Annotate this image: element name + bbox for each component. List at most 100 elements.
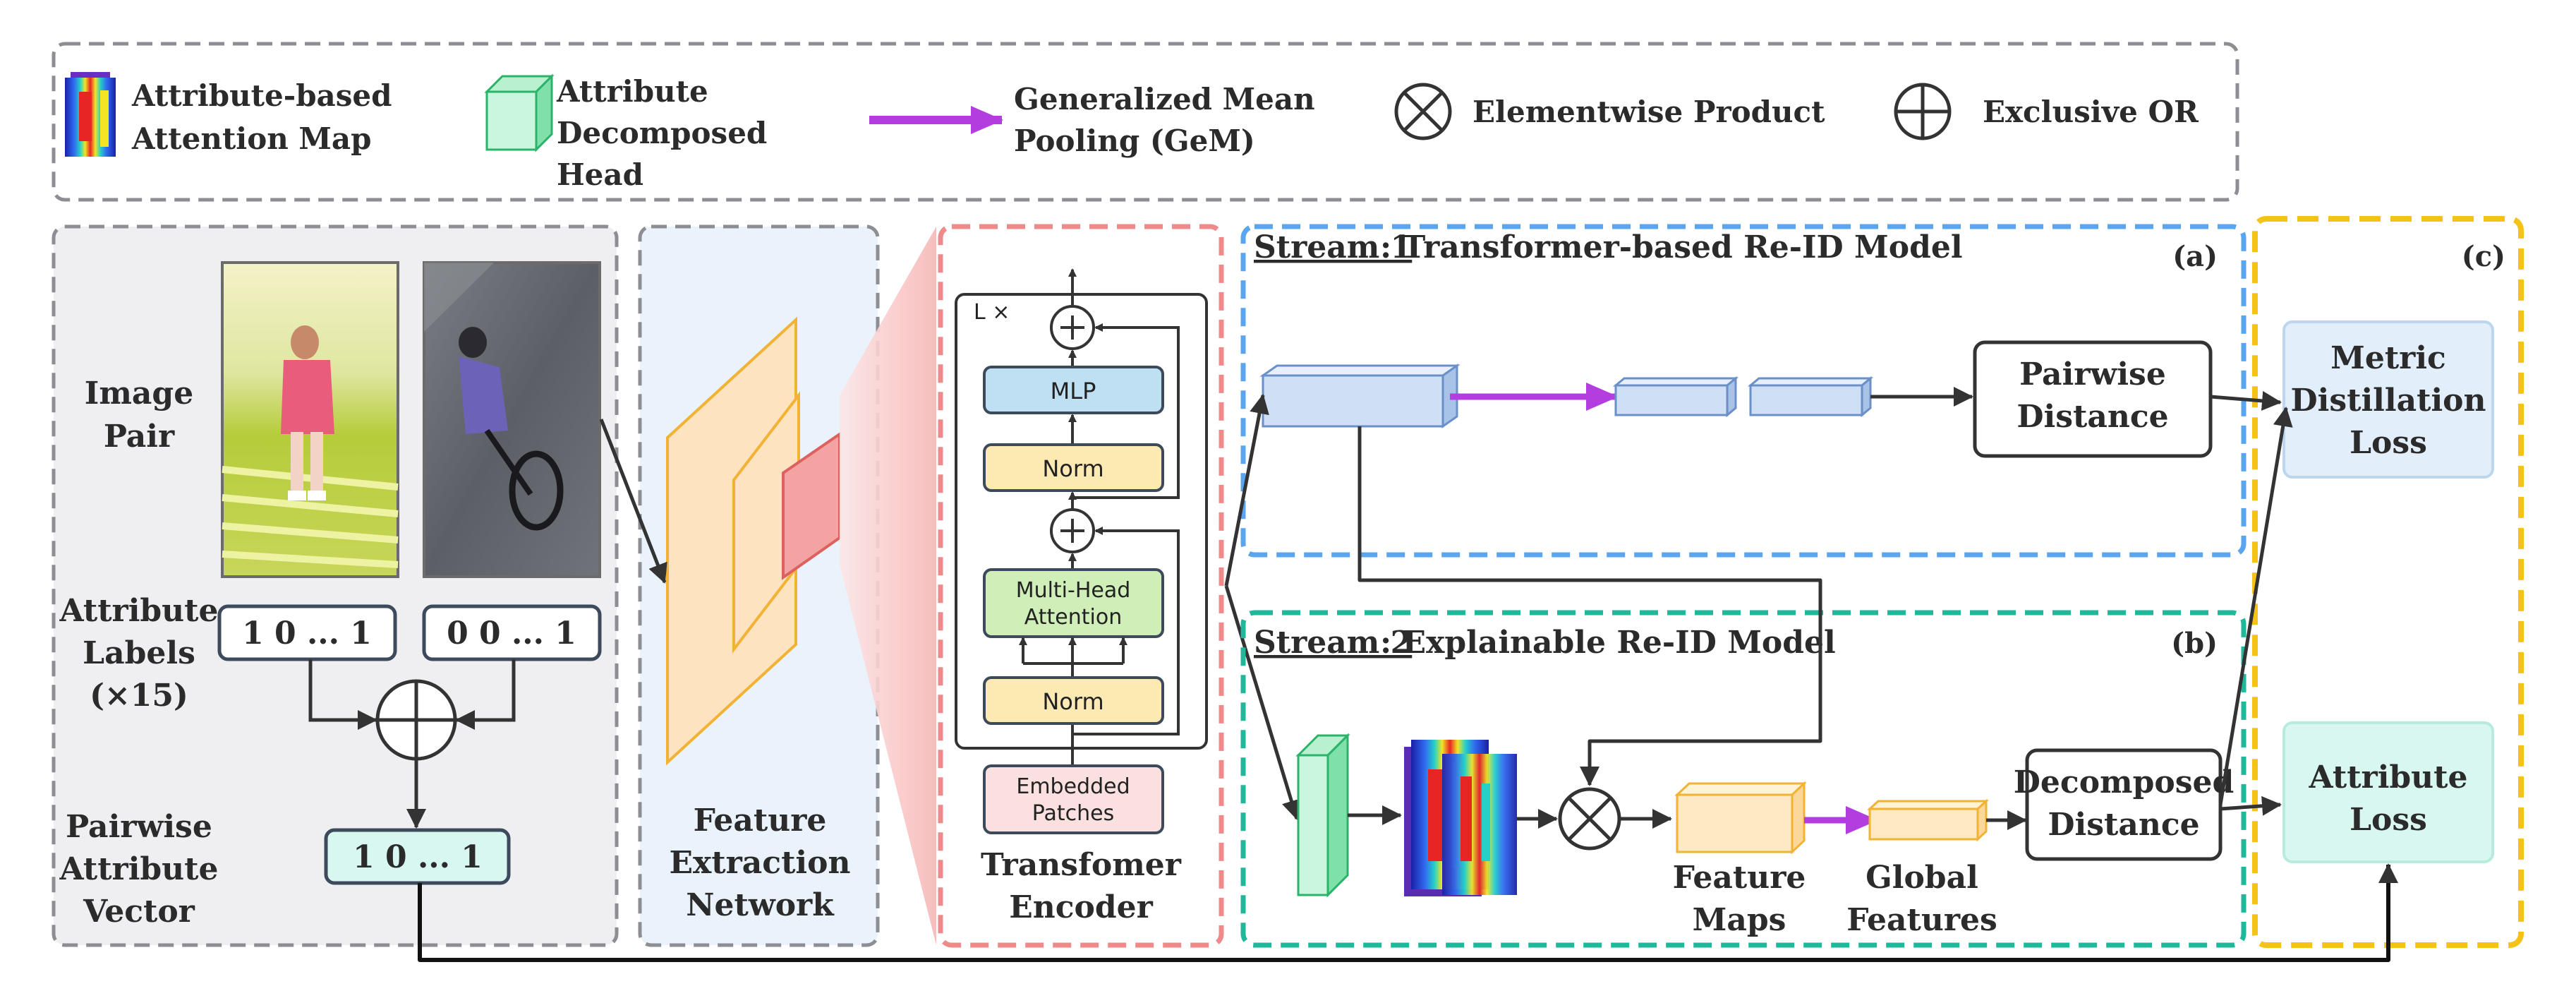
norm-top-block [983,443,1164,492]
pairwise-vector-label-2: Attribute [59,851,219,887]
decomposed-to-attribute-loss-arrow [2220,795,2282,816]
legend-decomposed-head-label-2: Decomposed [557,116,767,150]
feature-extraction-label-2: Extraction [670,845,851,881]
legend-attention-map-label-1: Attribute-based [131,78,392,113]
attribute-loss-box [2282,721,2494,863]
residual-add-top-icon [1050,305,1095,350]
legend-exclusive-or-label: Exclusive OR [1983,95,2199,129]
stream1-tag: (a) [2172,240,2218,273]
zoom-funnel [840,227,936,945]
embedded-patches-label-2: Patches [1032,801,1114,826]
attribute-labels-label-3: (×15) [90,678,188,714]
metric-distillation-label-3: Loss [2350,425,2427,461]
losses-panel: (c) Metric Distillation Loss Attribute L… [2252,216,2524,948]
elementwise-product-icon [1558,787,1621,851]
label-b-to-xor-arrow [455,659,516,730]
attention-maps-icon [1404,740,1517,896]
legend: Attribute-based Attention Map Attribute … [52,42,2239,202]
stream2-panel: Stream 2 : Explainable Re-ID Model (b) [1240,610,2247,948]
feature-extraction-layers-icon [666,316,841,766]
person-image-a [221,261,399,578]
stream1-token-feature-icon [1259,364,1461,428]
stream1-border [1240,224,2247,558]
input-panel: Image Pair Attribute Labels (×15) [52,224,619,947]
pairwise-vector-label-3: Vector [83,894,195,930]
stream1-title-prefix: Stream 1 [1254,229,1412,265]
legend-decomposed-head-label-3: Head [557,157,643,192]
encoder-to-stream2-arrow [1224,585,1301,820]
decomposed-head-legend-icon [484,73,555,152]
residual-skip-top [1071,323,1180,510]
encoder-to-stream1-arrow [1224,394,1269,587]
images-to-network-arrow [599,419,667,584]
pairwise-vector-label-1: Pairwise [66,809,212,845]
legend-decomposed-head-label-1: Attribute [556,74,708,109]
stream2-tag: (b) [2171,627,2218,660]
decomposed-distance-label-2: Distance [2048,807,2199,843]
legend-elementwise-product-label: Elementwise Product [1473,95,1825,129]
stream1-global-feature-b-icon [1747,376,1874,418]
stream1-global-feature-a-icon [1612,376,1739,418]
global-features-label-1: Global [1866,860,1978,896]
pairwise-distance-box [1973,340,2213,458]
legend-gem-label-2: Pooling (GeM) [1014,124,1255,158]
transformer-encoder-label-2: Encoder [1009,889,1153,925]
stream2-title-rest: : Explainable Re-ID Model [1380,625,1836,661]
stream1-to-product-arrow [1357,426,1822,786]
mlp-label: MLP [1051,378,1096,404]
norm-bottom-block [983,676,1164,725]
attribute-labels-label-1: Attribute [59,593,219,629]
feature-extraction-label-1: Feature [694,803,827,839]
pairwise-distance-label-2: Distance [2016,399,2168,435]
attribute-label-a-value: 1 0 ... 1 [242,615,372,651]
transformer-encoder-label-1: Transfomer [981,847,1182,883]
legend-border [52,42,2239,202]
feature-maps-label-2: Maps [1693,902,1786,938]
mha-label-1: Multi-Head [1016,578,1131,603]
global-features-icon [1867,798,1989,842]
attribute-labels-label-2: Labels [83,635,195,671]
stream1-title-rest: : Transformer-based Re-ID Model [1380,229,1963,265]
exclusive-or-legend-icon [1894,83,1952,140]
residual-add-middle-icon [1050,508,1095,553]
feature-extraction-label-3: Network [686,887,835,923]
pairwise-to-metric-loss-arrow [2210,390,2282,411]
attention-map-legend-icon [65,72,116,157]
pairwise-vector-to-attribute-loss-arrow [418,863,2398,962]
norm-top-label: Norm [1042,455,1103,482]
pairwise-attribute-vector-box [324,828,511,885]
attribute-label-a-box [217,604,397,661]
legend-gem-label-1: Generalized Mean [1014,82,1315,116]
feature-extraction-panel: Feature Extraction Network [638,224,880,947]
person-image-b [423,261,601,578]
metric-distillation-label-1: Metric [2330,340,2446,376]
pairwise-distance-label-1: Pairwise [2019,356,2166,392]
mlp-block [983,366,1164,414]
metric-distillation-label-2: Distillation [2291,383,2486,419]
feature-maps-icon [1674,781,1807,855]
legend-attention-map-label-2: Attention Map [131,121,372,156]
image-pair-label-1: Image [85,376,193,412]
embedded-patches-block [983,764,1164,834]
transformer-block-frame [955,293,1208,750]
layer-repeat-label: L × [974,300,1010,325]
global-features-label-2: Features [1846,902,1997,938]
embedded-patches-label-1: Embedded [1016,774,1130,799]
losses-tag: (c) [2462,240,2505,273]
stream2-title-prefix: Stream 2 [1254,625,1412,661]
elementwise-product-legend-icon [1394,83,1452,140]
image-pair-label-2: Pair [104,419,175,455]
label-a-to-xor-arrow [308,659,377,730]
metric-distillation-loss-box [2282,320,2494,479]
decomposed-distance-label-1: Decomposed [2014,764,2235,800]
decomposed-to-metric-loss-arrow [2218,407,2293,805]
stream1-panel: Stream 1 : Transformer-based Re-ID Model… [1240,224,2247,558]
pairwise-attribute-vector-value: 1 0 ... 1 [353,839,483,875]
xor-icon [375,679,457,761]
transformer-encoder-panel: L × MLP Norm Multi-Head Attention Norm [938,224,1224,948]
mha-label-2: Attention [1024,605,1122,630]
attribute-loss-label-2: Loss [2350,802,2427,838]
attribute-label-b-value: 0 0 ... 1 [447,615,576,651]
attribute-decomposed-head-icon [1295,733,1350,898]
